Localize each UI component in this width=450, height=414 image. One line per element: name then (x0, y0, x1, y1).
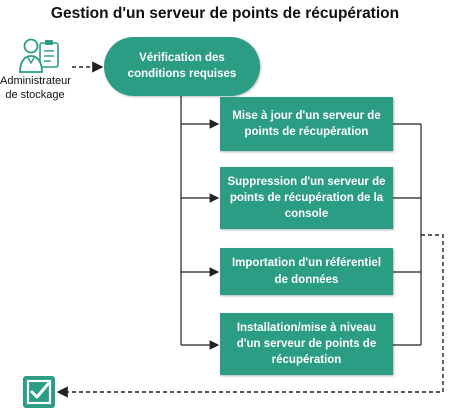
step-1-line2: points de récupération (244, 126, 369, 138)
step-box-3: Importation d'un référentiel de données (220, 248, 393, 295)
step-box-2: Suppression d'un serveur de points de ré… (220, 167, 393, 229)
step-4-line1: Installation/mise à niveau (236, 321, 377, 334)
step-4-line2: d'un serveur de points de (236, 337, 377, 350)
return-connector (56, 234, 444, 398)
checkmark-icon (23, 376, 55, 408)
start-step-line1: Vérification des (139, 51, 225, 64)
step-3-line1: Importation d'un référentiel (231, 257, 382, 270)
actor-label-line2: de stockage (5, 89, 65, 102)
step-2-line2: points de récupération de la (229, 191, 384, 204)
step-2-line1: Suppression d'un serveur de (227, 175, 386, 188)
step-box-4: Installation/mise à niveau d'un serveur … (220, 313, 393, 375)
step-3-line2: de données (274, 273, 339, 286)
end-checkmark (22, 375, 56, 414)
start-step-line2: conditions requises (127, 67, 237, 80)
actor (0, 35, 70, 80)
step-box-1: Mise à jour d'un serveur de points de ré… (220, 97, 393, 151)
diagram-title: Gestion d'un serveur de points de récupé… (50, 5, 400, 22)
step-4-line3: récupération (271, 354, 342, 367)
administrator-icon (19, 38, 59, 73)
actor-label: Administrateur de stockage (0, 74, 71, 103)
actor-label-line1: Administrateur (0, 75, 71, 87)
start-step: Vérification des conditions requises (104, 37, 260, 96)
step-1-line1: Mise à jour d'un serveur de (232, 109, 381, 122)
step-2-line3: console (284, 208, 329, 221)
